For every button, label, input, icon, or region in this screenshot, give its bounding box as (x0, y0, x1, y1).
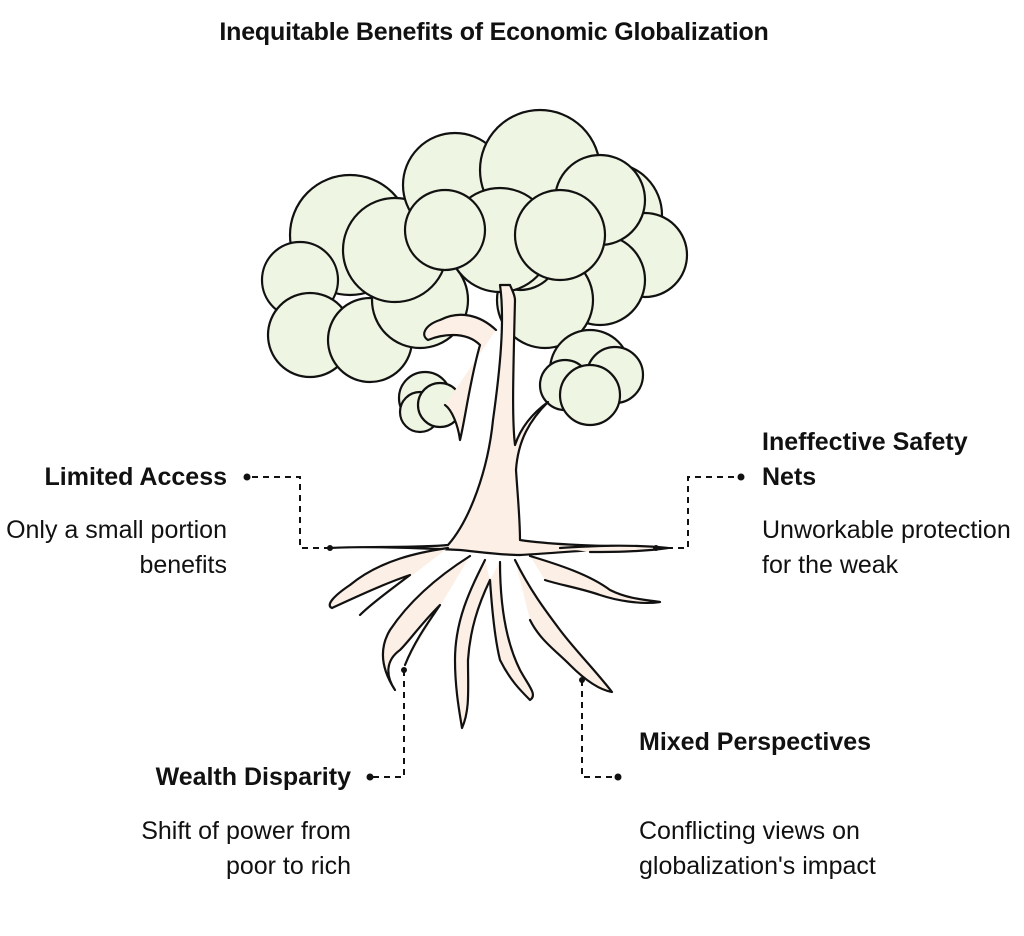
dot-limited-access (243, 473, 251, 481)
foliage-small-right (538, 328, 645, 427)
dot-root-right (653, 545, 659, 551)
root-left (381, 554, 472, 692)
foliage-small-left (397, 370, 464, 434)
foliage (260, 108, 689, 434)
dot-root-mixed (579, 677, 585, 683)
label-limited-access: Limited Access (44, 463, 227, 491)
root-center (488, 560, 535, 702)
root-far-left (328, 546, 450, 617)
root-left-mid (453, 558, 492, 730)
root-right (528, 554, 662, 604)
connector-safety-nets (656, 476, 738, 549)
label-mixed-perspectives: Mixed Perspectives (639, 728, 872, 756)
foliage-top-cluster (401, 108, 647, 294)
connectors (250, 476, 738, 778)
description-ineffective-safety-nets: Unworkable protection for the weak (762, 516, 1011, 579)
description-limited-access: Only a small portion benefits (6, 516, 227, 579)
dot-root-left (327, 545, 333, 551)
dot-mixed-perspectives (614, 773, 622, 781)
left-branch (423, 313, 498, 442)
dot-root-wealth (401, 667, 407, 673)
label-ineffective-safety-nets: Ineffective Safety Nets (762, 428, 968, 491)
description-mixed-perspectives: Conflicting views on globalization's imp… (639, 817, 876, 880)
trunk-and-roots (328, 283, 670, 730)
description-wealth-disparity: Shift of power from poor to rich (141, 817, 351, 880)
connector-dots (243, 473, 745, 781)
connector-limited-access (250, 476, 330, 549)
connector-mixed-perspectives (581, 680, 616, 778)
dot-wealth-disparity (366, 773, 374, 781)
root-right-mid (513, 558, 614, 694)
dot-safety-nets (737, 473, 745, 481)
connector-wealth-disparity (372, 670, 405, 778)
label-wealth-disparity: Wealth Disparity (155, 763, 351, 791)
page-title: Inequitable Benefits of Economic Globali… (219, 18, 769, 46)
